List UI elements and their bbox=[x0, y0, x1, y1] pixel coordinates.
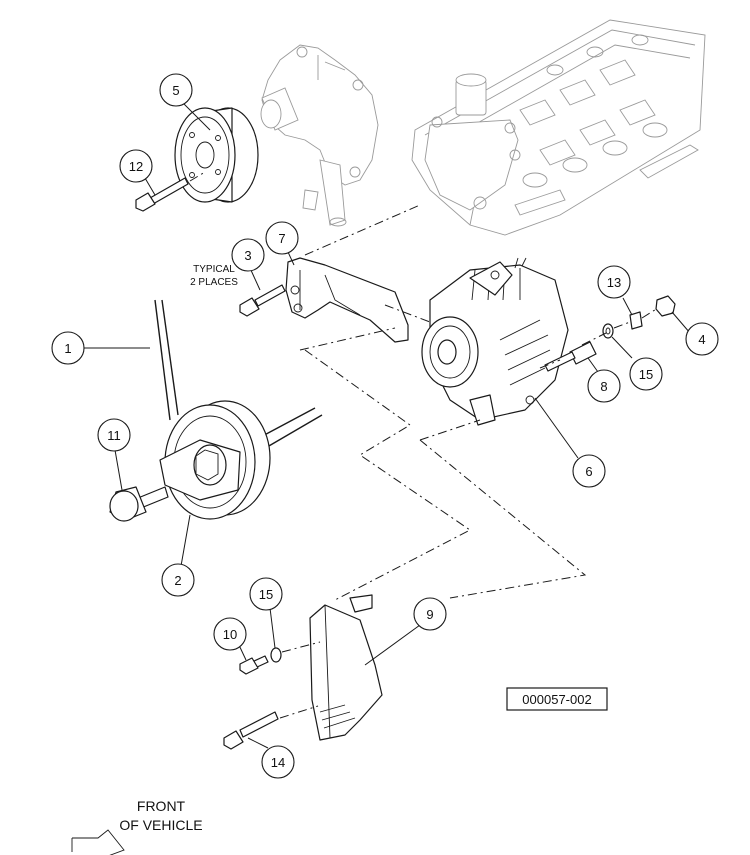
callout-15-upper: 15 bbox=[249, 577, 283, 611]
callout-6-label: 6 bbox=[585, 464, 592, 479]
callout-3-label: 3 bbox=[244, 248, 251, 263]
assembly-center-lines bbox=[189, 171, 659, 719]
lock-washer-13 bbox=[629, 311, 643, 330]
drawing-number-box: 000057-002 bbox=[506, 687, 608, 711]
callout-14-label: 14 bbox=[271, 755, 285, 770]
typical-note: TYPICAL 2 PLACES bbox=[190, 264, 238, 288]
callout-11: 11 bbox=[97, 418, 131, 452]
front-of-vehicle-indicator: FRONT OF VEHICLE bbox=[71, 798, 203, 855]
crankshaft-pulley bbox=[159, 400, 271, 520]
callout-2: 2 bbox=[161, 563, 195, 597]
callout-7-label: 7 bbox=[278, 231, 285, 246]
callout-10: 10 bbox=[213, 617, 247, 651]
callout-10-label: 10 bbox=[223, 627, 237, 642]
typical-note-line2: 2 PLACES bbox=[190, 277, 238, 288]
callout-15-right-label: 15 bbox=[639, 367, 653, 382]
callout-4-label: 4 bbox=[698, 332, 705, 347]
pulley-bolt bbox=[135, 177, 189, 212]
bracket-bolt bbox=[239, 284, 286, 317]
callout-11-label: 11 bbox=[107, 428, 121, 443]
crank-bolt bbox=[109, 486, 169, 522]
callout-4: 4 bbox=[685, 322, 719, 356]
callout-6: 6 bbox=[572, 454, 606, 488]
water-pump bbox=[260, 44, 379, 227]
callout-9-label: 9 bbox=[426, 607, 433, 622]
washer-15-upper-hole bbox=[605, 327, 611, 335]
alternator-bracket bbox=[285, 257, 409, 343]
front-label-line1: FRONT bbox=[137, 798, 186, 814]
callout-5-label: 5 bbox=[172, 83, 179, 98]
callout-8: 8 bbox=[587, 369, 621, 403]
guard-bolt-long bbox=[223, 711, 279, 750]
callout-5: 5 bbox=[159, 73, 193, 107]
callout-9: 9 bbox=[413, 597, 447, 631]
cylinder-head bbox=[411, 19, 706, 236]
front-label-line2: OF VEHICLE bbox=[119, 817, 202, 833]
front-arrow-icon bbox=[71, 829, 125, 855]
belt-guard bbox=[309, 594, 383, 741]
washer-15-lower bbox=[270, 647, 282, 663]
callout-1: 1 bbox=[51, 331, 85, 365]
callout-13: 13 bbox=[597, 265, 631, 299]
callout-12: 12 bbox=[119, 149, 153, 183]
drive-belt bbox=[154, 299, 323, 451]
callout-3: 3 bbox=[231, 238, 265, 272]
callout-2-label: 2 bbox=[174, 573, 181, 588]
callout-15-right: 15 bbox=[629, 357, 663, 391]
callout-8-label: 8 bbox=[600, 379, 607, 394]
washer-15-upper bbox=[602, 323, 614, 339]
alternator bbox=[421, 257, 569, 426]
pivot-bolt bbox=[544, 341, 597, 372]
water-pump-pulley bbox=[174, 107, 259, 203]
callout-14: 14 bbox=[261, 745, 295, 779]
guard-bolt-short bbox=[239, 655, 269, 675]
callout-7: 7 bbox=[265, 221, 299, 255]
nut-4 bbox=[655, 295, 676, 317]
callout-13-label: 13 bbox=[607, 275, 621, 290]
callout-1-label: 1 bbox=[64, 341, 71, 356]
typical-note-line1: TYPICAL bbox=[193, 264, 235, 275]
callout-12-label: 12 bbox=[129, 159, 143, 174]
drawing-number: 000057-002 bbox=[522, 692, 591, 707]
callout-15-upper-label: 15 bbox=[259, 587, 273, 602]
